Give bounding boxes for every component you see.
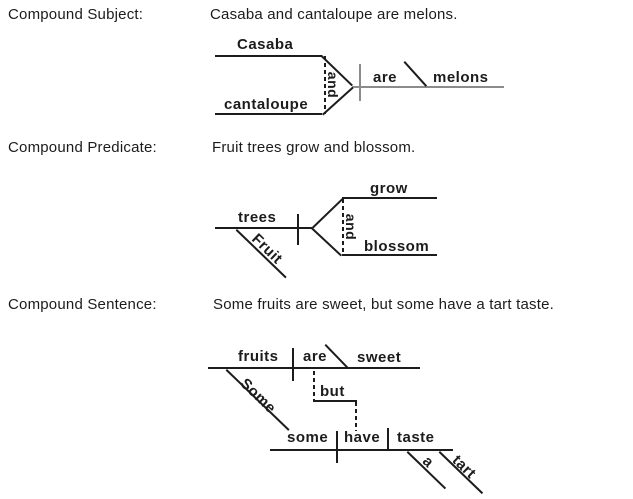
d3-conjunction-platform-line (313, 400, 357, 402)
section-3-label: Compound Sentence: (8, 296, 157, 313)
section-3-sentence: Some fruits are sweet, but some have a t… (213, 296, 554, 313)
d3-clause1-modifier-word: Some (236, 374, 280, 418)
section-1-label: Compound Subject: (8, 6, 144, 23)
d2-conjunction-dashed-line (342, 199, 344, 255)
section-2-sentence: Fruit trees grow and blossom. (212, 139, 416, 156)
d3-clause2-modifier1-word: a (418, 452, 438, 472)
d3-clause2-modifier2-word: tart (448, 451, 480, 483)
d1-base-line (353, 86, 504, 88)
d2-subject-word: trees (238, 209, 277, 226)
d3-clause1-predicate-adjective-word: sweet (357, 349, 402, 366)
d1-subject-verb-divider (359, 64, 361, 101)
d1-subject1-word: Casaba (237, 36, 294, 53)
d2-modifier-word: Fruit (248, 230, 286, 268)
d3-clause2-subject-verb-divider (336, 431, 338, 463)
d3-conjunction-dashed-line-lower (355, 402, 357, 431)
d3-clause2-object-word: taste (397, 429, 435, 446)
d2-conjunction-word: and (343, 213, 359, 241)
d1-subject1-line (215, 55, 322, 57)
section-2-label: Compound Predicate: (8, 139, 157, 156)
d2-verb1-line (342, 197, 437, 199)
d1-conjunction-word: and (325, 71, 341, 99)
d1-verb-word: are (373, 69, 398, 86)
d1-subject2-word: cantaloupe (224, 96, 309, 113)
d3-conjunction-dashed-line-upper (313, 371, 315, 400)
d3-clause1-verb-word: are (303, 348, 328, 365)
d3-clause1-base-line (208, 367, 420, 369)
d3-clause1-subject-verb-divider (292, 348, 294, 381)
d3-clause1-subject-word: fruits (238, 348, 279, 365)
d3-clause2-verb-word: have (344, 429, 381, 446)
d1-subject2-line (215, 113, 322, 115)
d3-clause1-predicate-adjective-divider (324, 344, 349, 369)
d2-verb1-word: grow (370, 180, 408, 197)
d3-clause2-object-divider (387, 428, 389, 450)
d1-predicate-noun-divider (403, 61, 428, 87)
d2-verb2-joining-line (310, 227, 342, 257)
d2-base-line (215, 227, 312, 229)
d1-conjunction-dashed-line (324, 56, 326, 114)
d2-verb1-joining-line (312, 197, 344, 229)
d1-predicate-noun-word: melons (433, 69, 489, 86)
d2-verb2-word: blossom (364, 238, 430, 255)
section-1-sentence: Casaba and cantaloupe are melons. (210, 6, 458, 23)
d3-conjunction-word: but (320, 383, 345, 400)
d2-verb2-line (342, 254, 437, 256)
d3-clause2-subject-word: some (287, 429, 329, 446)
d2-subject-verb-divider (297, 214, 299, 245)
d3-clause2-base-line (270, 449, 453, 451)
